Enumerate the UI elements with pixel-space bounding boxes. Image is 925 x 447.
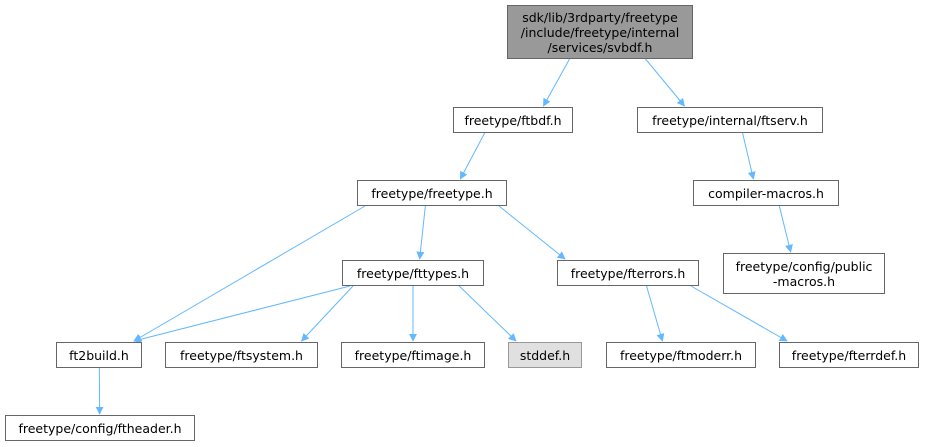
- edge-fttypes-to-ft2build: [133, 285, 351, 344]
- node-fterrdef[interactable]: freetype/fterrdef.h: [779, 342, 919, 368]
- node-ftimage[interactable]: freetype/ftimage.h: [341, 342, 485, 368]
- edge-freetype-to-fttypes: [416, 205, 426, 260]
- edge-fttypes-to-ftsystem: [300, 285, 354, 342]
- edge-fterrors-to-ftmoderr: [646, 285, 665, 342]
- edge-svbdf-to-ftbdf: [543, 58, 570, 107]
- edge-fterrors-to-fterrdef: [690, 285, 788, 342]
- edge-ftbdf-to-freetype: [459, 132, 486, 180]
- node-ft2build[interactable]: ft2build.h: [56, 342, 142, 368]
- node-compiler-macros[interactable]: compiler-macros.h: [693, 180, 839, 206]
- node-freetype[interactable]: freetype/freetype.h: [357, 180, 507, 206]
- edge-freetype-to-ft2build: [133, 205, 366, 342]
- node-fttypes[interactable]: freetype/fttypes.h: [342, 260, 484, 286]
- node-svbdf[interactable]: sdk/lib/3rdparty/freetype /include/freet…: [507, 5, 693, 59]
- edge-ftserv-to-compiler_macros: [742, 132, 756, 180]
- node-ftsystem[interactable]: freetype/ftsystem.h: [165, 342, 318, 368]
- node-ftbdf[interactable]: freetype/ftbdf.h: [453, 107, 573, 133]
- edge-svbdf-to-ftserv: [645, 58, 686, 107]
- node-stddef[interactable]: stddef.h: [508, 342, 582, 368]
- node-fterrors[interactable]: freetype/fterrors.h: [557, 260, 699, 286]
- edge-fttypes-to-stddef: [458, 285, 517, 342]
- node-public-macros[interactable]: freetype/config/public -macros.h: [723, 253, 885, 294]
- node-ftserv[interactable]: freetype/internal/ftserv.h: [637, 107, 823, 133]
- node-ftheader[interactable]: freetype/config/ftheader.h: [5, 415, 195, 441]
- node-ftmoderr[interactable]: freetype/ftmoderr.h: [606, 342, 756, 368]
- edge-compiler_macros-to-public_macros: [778, 205, 793, 253]
- edge-freetype-to-fterrors: [498, 205, 566, 260]
